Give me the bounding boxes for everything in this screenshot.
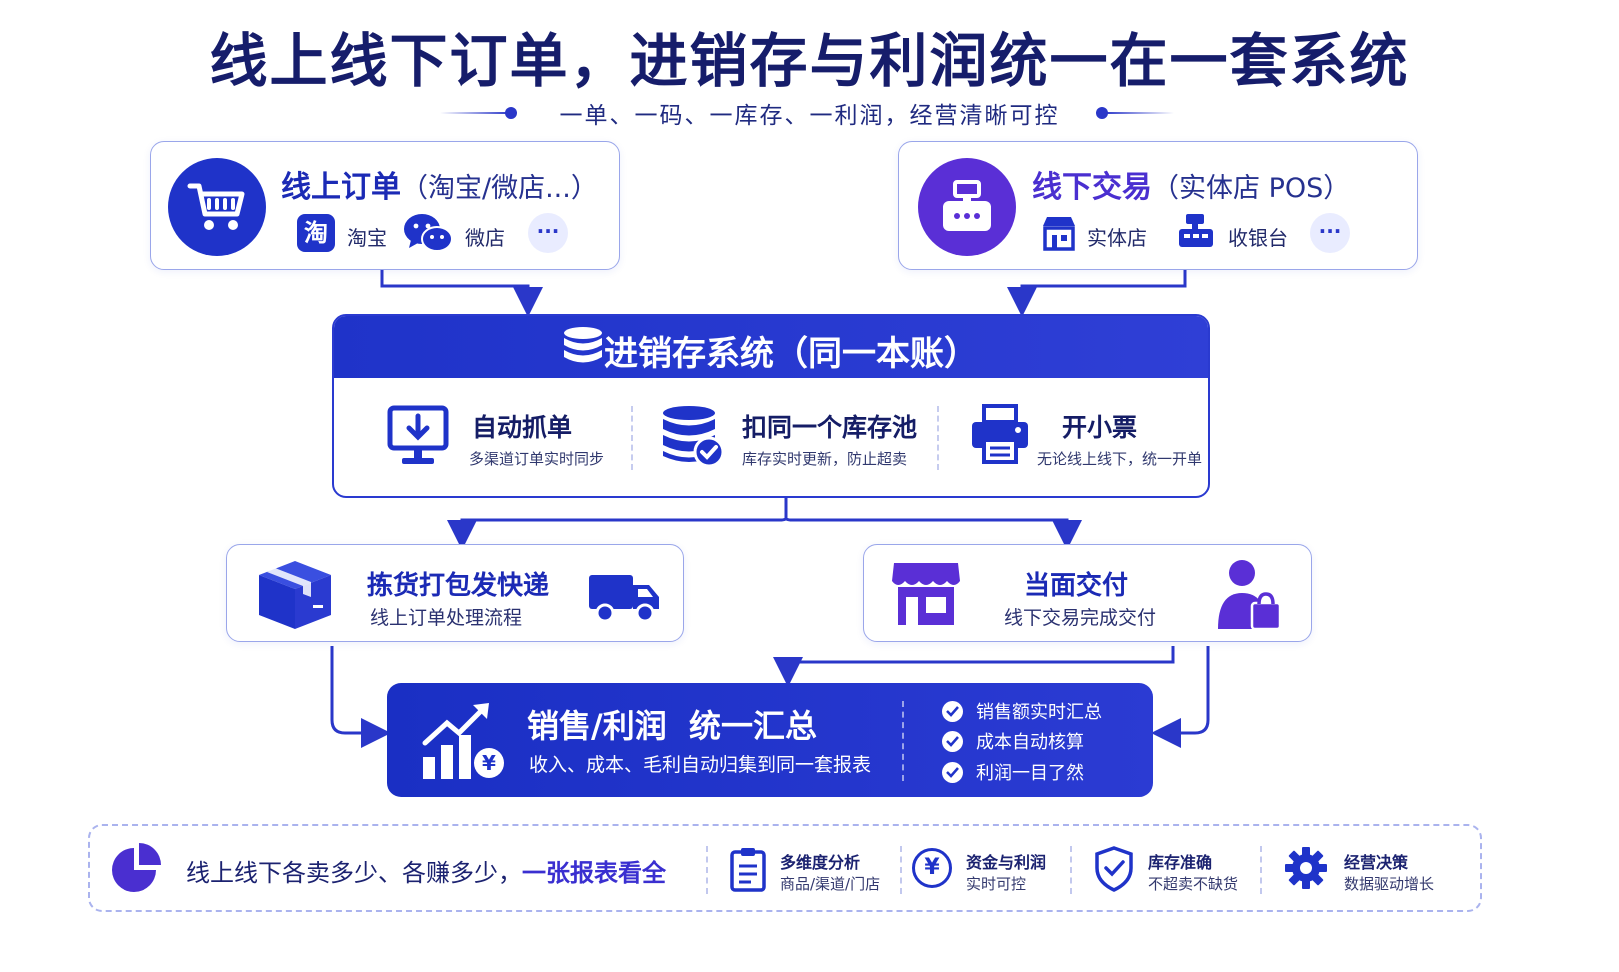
arrow-pack-to-profit xyxy=(330,646,391,748)
check-icon xyxy=(942,700,963,722)
inventory-system-header: 进销存系统（同一本账） xyxy=(334,316,1208,378)
yen-symbol: ¥ xyxy=(482,751,496,775)
pack-ship-card[interactable]: 拣货打包发快递 线上订单处理流程 xyxy=(226,544,684,642)
arrow-system-split-right xyxy=(784,517,1082,550)
check-icon xyxy=(942,761,963,783)
profit-divider xyxy=(902,701,904,781)
delivery-truck-icon xyxy=(587,571,663,629)
offline-title: 线下交易（实体店 POS） xyxy=(1032,162,1350,206)
online-title-main: 线上订单 xyxy=(281,170,401,205)
summary-item-title: 资金与利润 xyxy=(966,853,1047,872)
check-item: 成本自动核算 xyxy=(942,728,1084,754)
inventory-system-box: 进销存系统（同一本账） 自动抓单 多渠道订单实时同步 扣同一个库存池 库存实时更… xyxy=(332,314,1210,498)
summary-bar: 线上线下各卖多少、各赚多少，一张报表看全 多维度分析 商品/渠道/门店 ¥ 资金… xyxy=(88,824,1482,912)
summary-divider xyxy=(1260,846,1262,894)
clipboard-icon xyxy=(728,846,768,896)
offline-orders-card[interactable]: 线下交易（实体店 POS） 实体店 收银台 ··· xyxy=(898,141,1418,270)
profit-summary-box: ¥ 销售/利润 统一汇总 收入、成本、毛利自动归集到同一套报表 销售额实时汇总 … xyxy=(387,683,1153,797)
yen-circle-icon: ¥ xyxy=(912,848,952,888)
shield-check-icon xyxy=(1094,846,1134,896)
feature-receipt-title: 开小票 xyxy=(1062,413,1138,442)
growth-chart-icon: ¥ xyxy=(421,701,507,785)
summary-text: 线上线下各卖多少、各赚多少，一张报表看全 xyxy=(186,853,666,888)
wechat-store-label: 微店 xyxy=(465,226,505,250)
download-monitor-icon xyxy=(386,404,450,472)
summary-divider xyxy=(1070,846,1072,894)
feature-receipt-desc: 无论线上线下，统一开单 xyxy=(1037,450,1203,468)
page-subtitle: 一单、一码、一库存、一利润，经营清晰可控 xyxy=(559,103,1060,129)
summary-item-title: 多维度分析 xyxy=(780,853,861,872)
profit-desc: 收入、成本、毛利自动归集到同一套报表 xyxy=(529,754,872,776)
check-item-label: 利润一目了然 xyxy=(976,763,1084,784)
database-check-icon xyxy=(661,404,727,472)
inventory-system-title: 进销存系统（同一本账） xyxy=(604,334,978,374)
subtitle-line-left xyxy=(440,112,510,114)
feature-shared-stock-title: 扣同一个库存池 xyxy=(742,413,918,442)
arrow-deliver-to-profit xyxy=(773,646,1175,687)
summary-item-desc: 不超卖不缺货 xyxy=(1148,875,1239,893)
taobao-icon: 淘 xyxy=(297,214,335,252)
package-icon xyxy=(255,557,335,635)
feature-divider xyxy=(631,406,633,470)
pack-ship-title: 拣货打包发快递 xyxy=(367,571,550,601)
summary-divider xyxy=(900,846,902,894)
store-icon xyxy=(1040,214,1078,256)
database-icon xyxy=(562,325,604,375)
feature-auto-fetch-desc: 多渠道订单实时同步 xyxy=(469,450,605,468)
arrow-deliver-to-profit-right xyxy=(1151,646,1210,748)
summary-item-desc: 数据驱动增长 xyxy=(1344,875,1435,893)
pack-ship-desc: 线上订单处理流程 xyxy=(370,607,523,629)
shop-front-icon xyxy=(890,559,962,633)
subtitle-line-right xyxy=(1104,112,1174,114)
check-item-label: 成本自动核算 xyxy=(976,732,1084,753)
pos-terminal-icon xyxy=(918,158,1016,256)
face-delivery-desc: 线下交易完成交付 xyxy=(1004,607,1157,629)
arrow-system-split xyxy=(447,498,788,550)
cash-register-icon xyxy=(1176,212,1216,256)
check-item-label: 销售额实时汇总 xyxy=(976,702,1102,723)
customer-shopping-bag-icon xyxy=(1214,557,1284,637)
check-item: 利润一目了然 xyxy=(942,759,1084,785)
summary-divider xyxy=(706,846,708,894)
arrow-offline-to-system xyxy=(1007,270,1187,317)
online-title: 线上订单（淘宝/微店...） xyxy=(281,162,598,206)
wechat-icon xyxy=(403,212,453,258)
offline-title-sub: （实体店 POS） xyxy=(1152,173,1351,204)
profit-title: 销售/利润 统一汇总 xyxy=(527,707,817,745)
online-more-button[interactable]: ··· xyxy=(528,213,568,253)
face-delivery-card[interactable]: 当面交付 线下交易完成交付 xyxy=(863,544,1312,642)
summary-item-desc: 实时可控 xyxy=(966,875,1027,893)
summary-item-title: 经营决策 xyxy=(1344,853,1409,872)
taobao-label: 淘宝 xyxy=(347,226,387,250)
summary-text-highlight: 一张报表看全 xyxy=(522,859,666,887)
arrow-online-to-system xyxy=(380,270,543,317)
subtitle-row: 一单、一码、一库存、一利润，经营清晰可控 xyxy=(0,96,1619,130)
pie-chart-icon xyxy=(108,840,166,902)
gear-icon xyxy=(1284,846,1328,894)
summary-item-title: 库存准确 xyxy=(1148,853,1213,872)
shopping-cart-icon xyxy=(168,158,266,256)
check-item: 销售额实时汇总 xyxy=(942,698,1102,724)
page-title: 线上线下订单，进销存与利润统一在一套系统 xyxy=(209,27,1410,95)
face-delivery-title: 当面交付 xyxy=(1024,571,1129,601)
feature-auto-fetch-title: 自动抓单 xyxy=(472,413,573,442)
subtitle-dot-right xyxy=(1096,107,1108,119)
offline-title-main: 线下交易 xyxy=(1032,170,1152,205)
cashier-label: 收银台 xyxy=(1228,226,1288,250)
online-orders-card[interactable]: 线上订单（淘宝/微店...） 淘 淘宝 微店 ··· xyxy=(150,141,620,270)
online-title-sub: （淘宝/微店...） xyxy=(401,173,598,204)
feature-shared-stock-desc: 库存实时更新，防止超卖 xyxy=(742,450,908,468)
store-label: 实体店 xyxy=(1087,226,1147,250)
subtitle-dot-left xyxy=(505,107,517,119)
offline-more-button[interactable]: ··· xyxy=(1310,213,1350,253)
feature-divider xyxy=(937,406,939,470)
summary-text-prefix: 线上线下各卖多少、各赚多少， xyxy=(186,859,522,887)
check-icon xyxy=(942,730,963,752)
printer-icon xyxy=(970,404,1030,470)
summary-item-desc: 商品/渠道/门店 xyxy=(780,875,881,893)
